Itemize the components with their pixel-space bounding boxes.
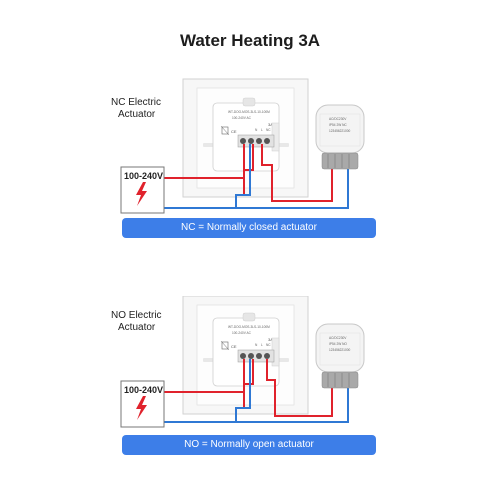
live-wires bbox=[164, 359, 333, 417]
ce-mark-icon: CE bbox=[231, 344, 237, 349]
nc-definition-banner: NC = Normally closed actuator bbox=[122, 218, 376, 238]
electric-actuator: AC/DC230V IP54 2W NC 123456221000 bbox=[315, 104, 365, 170]
terminal-label-n: N bbox=[255, 343, 258, 347]
actuator-spec-line2: IP54 2W NC bbox=[329, 123, 347, 127]
no-actuator-label-line2: Actuator bbox=[118, 322, 156, 333]
terminal-label-nc: NC bbox=[266, 128, 271, 132]
module-model-text: WT-DOO-MOS-3LS-10-100M bbox=[228, 110, 270, 114]
module-rating-text: 3A bbox=[268, 337, 273, 342]
actuator-spec-line2: IP54 2W NO bbox=[329, 342, 347, 346]
actuator-spec-line3: 123456221000 bbox=[329, 348, 351, 352]
nc-actuator-label-line2: Actuator bbox=[118, 109, 156, 120]
live-wires bbox=[164, 144, 333, 202]
thermostat-module: WT-DOO-MOS-3LS-10-100M 100-240V AC 3A CE… bbox=[212, 97, 280, 172]
actuator-spec-line1: AC/DC230V bbox=[329, 336, 347, 340]
supply-voltage-label: 100-240V bbox=[124, 171, 163, 181]
page-title: Water Heating 3A bbox=[179, 31, 321, 50]
terminal-label-l: L bbox=[261, 343, 263, 347]
power-supply-box: 100-240V bbox=[120, 166, 165, 214]
power-supply-box: 100-240V bbox=[120, 380, 165, 428]
terminal-label-nc: NC bbox=[266, 343, 271, 347]
module-voltage-text: 100-240V AC bbox=[232, 116, 252, 120]
nc-actuator-label-line1: NC Electric bbox=[111, 97, 161, 108]
terminal-label-n: N bbox=[255, 128, 258, 132]
no-actuator-label-line1: NO Electric bbox=[111, 310, 162, 321]
neutral-wires bbox=[164, 359, 349, 423]
module-voltage-text: 100-240V AC bbox=[232, 331, 252, 335]
ce-mark-icon: CE bbox=[231, 129, 237, 134]
no-definition-banner: NO = Normally open actuator bbox=[122, 435, 376, 455]
terminal-block bbox=[237, 349, 275, 363]
module-model-text: WT-DOO-MOS-3LS-10-100M bbox=[228, 325, 270, 329]
actuator-spec-line1: AC/DC230V bbox=[329, 117, 347, 121]
lightning-bolt-icon bbox=[136, 182, 147, 206]
actuator-spec-line3: 123456221000 bbox=[329, 129, 351, 133]
neutral-wires bbox=[164, 144, 349, 209]
thermostat-module: WT-DOO-MOS-3LS-10-100M 100-240V AC 3A CE… bbox=[212, 312, 280, 387]
lightning-bolt-icon bbox=[136, 396, 147, 420]
nc-wiring-diagram: NC Electric Actuator WT-DOO-MOS-3LS-10-1… bbox=[111, 78, 365, 214]
module-rating-text: 3A bbox=[268, 122, 273, 127]
recycle-bin-icon bbox=[220, 340, 230, 351]
terminal-block bbox=[237, 134, 275, 148]
electric-actuator: AC/DC230V IP54 2W NO 123456221000 bbox=[315, 323, 365, 389]
terminal-label-l: L bbox=[261, 128, 263, 132]
recycle-bin-icon bbox=[220, 125, 230, 136]
no-wiring-diagram: NO Electric Actuator WT-DOO-MOS-3LS-10-1… bbox=[111, 296, 365, 428]
supply-voltage-label: 100-240V bbox=[124, 385, 163, 395]
